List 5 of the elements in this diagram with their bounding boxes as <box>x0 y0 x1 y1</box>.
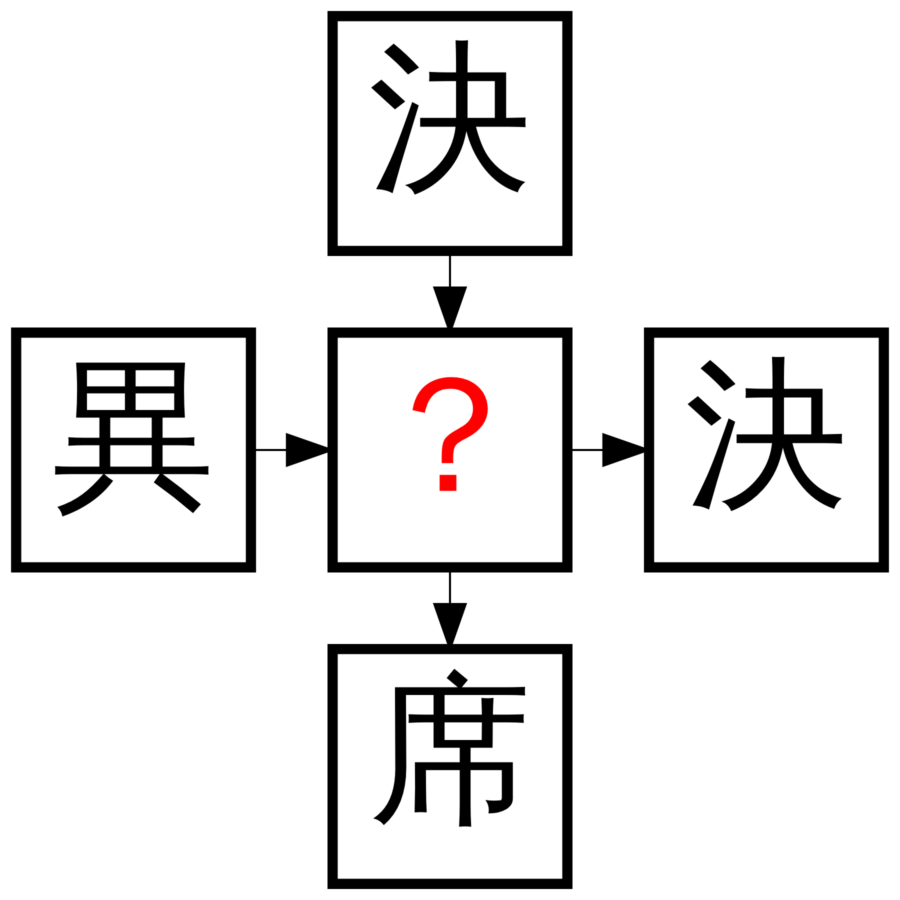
node-box: ？ <box>328 328 572 572</box>
node-box: 決 <box>644 328 889 572</box>
node-box: 決 <box>328 11 572 256</box>
node-box: 席 <box>328 644 572 889</box>
node-box: 異 <box>11 328 256 572</box>
